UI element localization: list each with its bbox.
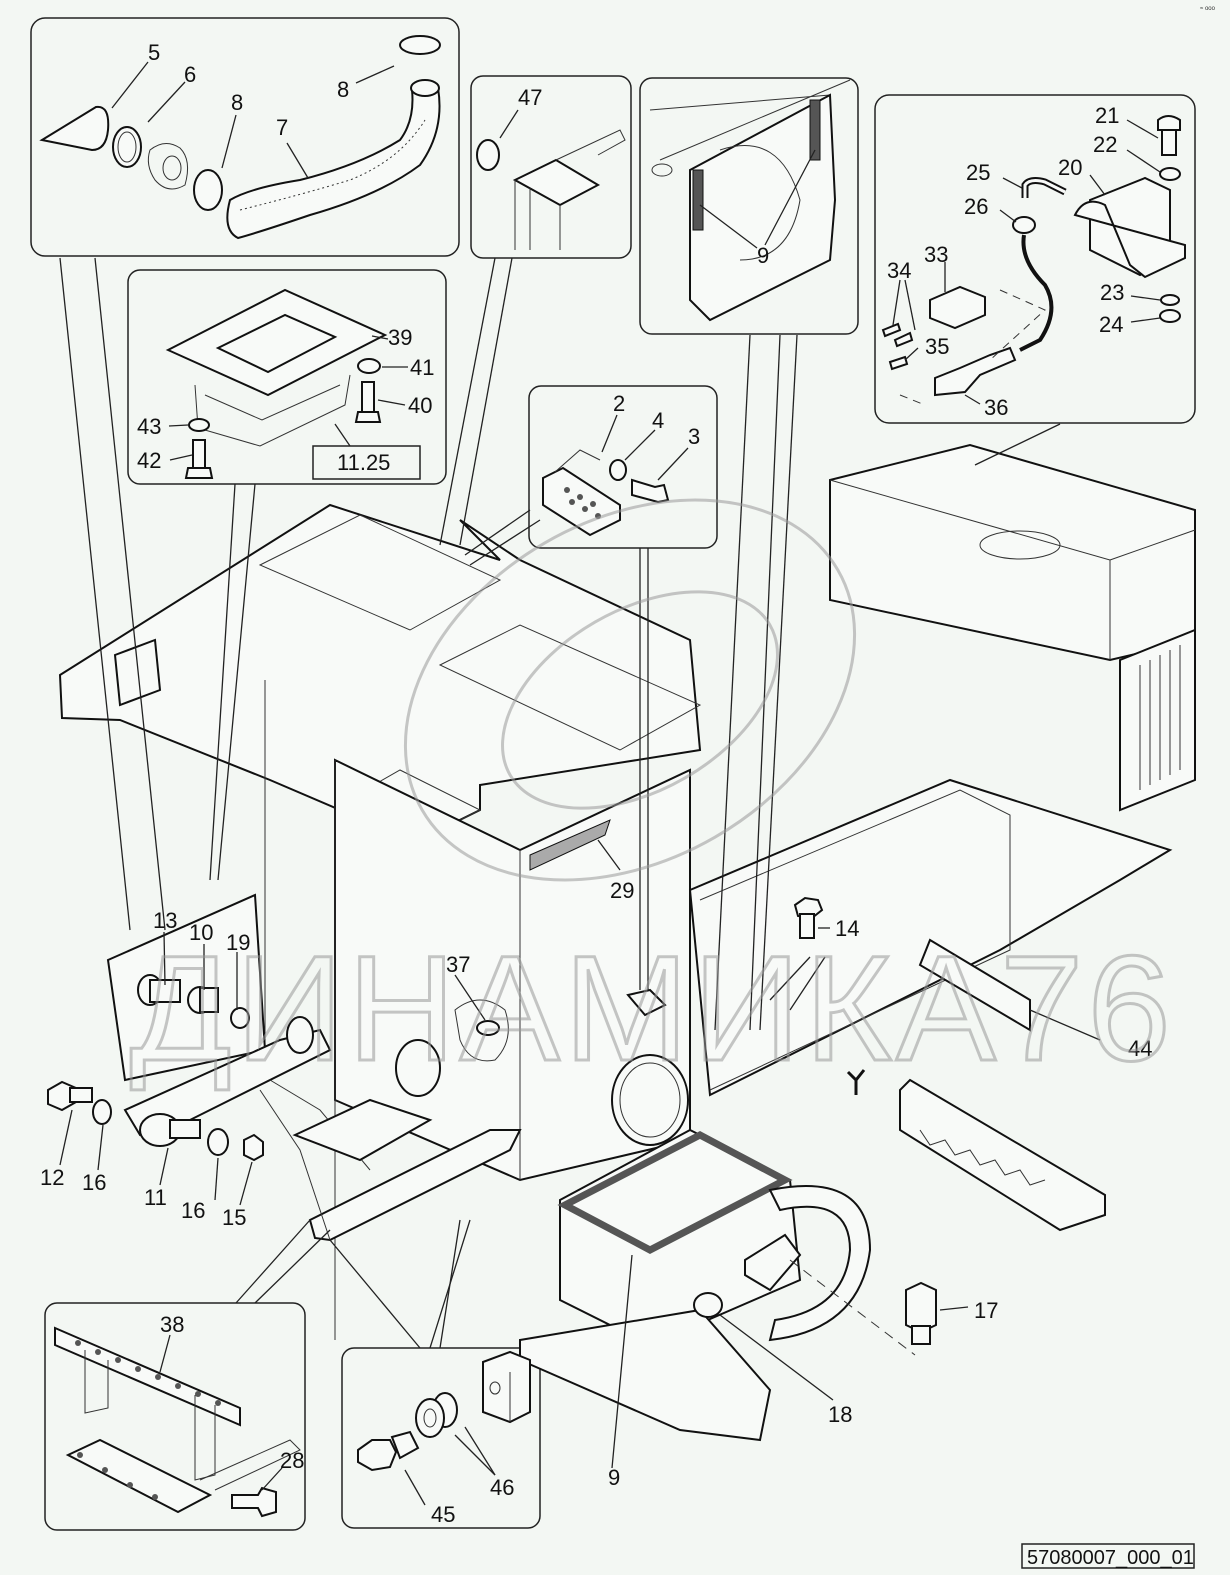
callout-40: 40 xyxy=(408,393,432,418)
main-frame-drawing xyxy=(47,443,1196,1442)
callout-37: 37 xyxy=(446,952,470,977)
callout-13: 13 xyxy=(153,908,177,933)
detail-box-hose-kit xyxy=(30,17,460,257)
callout-20: 20 xyxy=(1058,155,1082,180)
reference-box xyxy=(1021,1543,1195,1569)
callout-36: 36 xyxy=(984,395,1008,420)
callout-28: 28 xyxy=(280,1448,304,1473)
callout-18: 18 xyxy=(828,1402,852,1427)
seals-leaders xyxy=(699,149,816,249)
callout-44: 44 xyxy=(1128,1036,1152,1061)
callout-33: 33 xyxy=(924,242,948,267)
leader-47 xyxy=(499,109,519,139)
corner-mark: ≈ ooo xyxy=(1200,6,1216,12)
callout-7: 7 xyxy=(276,115,288,140)
callout-42: 42 xyxy=(137,448,161,473)
callout-25: 25 xyxy=(966,160,990,185)
callout-12: 12 xyxy=(40,1165,64,1190)
bolt-14-drawing xyxy=(793,896,830,939)
callout-9-bottom: 9 xyxy=(608,1465,620,1490)
detail-box-grommet xyxy=(470,75,632,259)
callout-38: 38 xyxy=(160,1312,184,1337)
callout-22: 22 xyxy=(1093,132,1117,157)
reference-number: 57080007_000_01 xyxy=(1027,1547,1194,1569)
plate-assembly-drawing xyxy=(165,288,388,479)
callout-39: 39 xyxy=(388,325,412,350)
callout-17: 17 xyxy=(974,1298,998,1323)
callout-15: 15 xyxy=(222,1205,246,1230)
detail-box-electric-unit xyxy=(874,94,1196,424)
callout-16-right: 16 xyxy=(181,1198,205,1223)
callout-11: 11 xyxy=(144,1185,167,1210)
detail-box-seals xyxy=(639,77,859,335)
mount-drawing xyxy=(357,1350,531,1472)
callout-24: 24 xyxy=(1099,312,1123,337)
callout-35: 35 xyxy=(925,334,949,359)
callout-41: 41 xyxy=(410,355,434,380)
detail-box-plate-assembly xyxy=(127,269,447,485)
callout-47: 47 xyxy=(518,85,542,110)
callout-46: 46 xyxy=(490,1475,514,1500)
callout-6: 6 xyxy=(184,62,196,87)
electric-unit-drawing xyxy=(881,115,1186,406)
callout-23: 23 xyxy=(1100,280,1124,305)
seals-drawing xyxy=(649,79,851,322)
hose-kit-leaders xyxy=(111,61,395,179)
callout-43: 43 xyxy=(137,414,161,439)
callout-14: 14 xyxy=(835,916,859,941)
bracket-leaders xyxy=(601,414,689,481)
watermark: ДИНАМИКА76 xyxy=(129,498,1175,1094)
main-leaders xyxy=(59,257,1101,1469)
watermark-text: ДИНАМИКА76 xyxy=(130,924,1175,1092)
hose-kit-drawing xyxy=(39,35,441,240)
detail-box-mount xyxy=(341,1347,541,1529)
detail-box-bracket xyxy=(528,385,718,549)
callout-9-top: 9 xyxy=(757,243,769,268)
callout-5: 5 xyxy=(148,40,160,65)
terminal-strip-drawing xyxy=(54,1326,301,1518)
callout-19: 19 xyxy=(226,930,250,955)
callout-29: 29 xyxy=(610,878,634,903)
callout-8-right: 8 xyxy=(337,77,349,102)
callout-45: 45 xyxy=(431,1502,455,1527)
callout-10: 10 xyxy=(189,920,213,945)
callout-3: 3 xyxy=(688,424,700,449)
callout-16-left: 16 xyxy=(82,1170,106,1195)
grommet-drawing xyxy=(476,129,626,250)
callout-26: 26 xyxy=(964,194,988,219)
terminal-strip-leaders xyxy=(159,1334,283,1491)
callout-8-left: 8 xyxy=(231,90,243,115)
plate-assembly-leaders xyxy=(168,335,408,461)
detail-box-terminal-strip xyxy=(44,1302,306,1531)
ref-box-11-25 xyxy=(312,445,421,480)
ref-11-25: 11.25 xyxy=(337,450,390,475)
callout-34: 34 xyxy=(887,258,911,283)
callout-21: 21 xyxy=(1095,103,1119,128)
callout-2: 2 xyxy=(613,391,625,416)
callout-4: 4 xyxy=(652,408,664,433)
bracket-drawing xyxy=(542,449,670,537)
mount-leaders xyxy=(404,1426,496,1506)
electric-unit-leaders xyxy=(892,119,1161,405)
